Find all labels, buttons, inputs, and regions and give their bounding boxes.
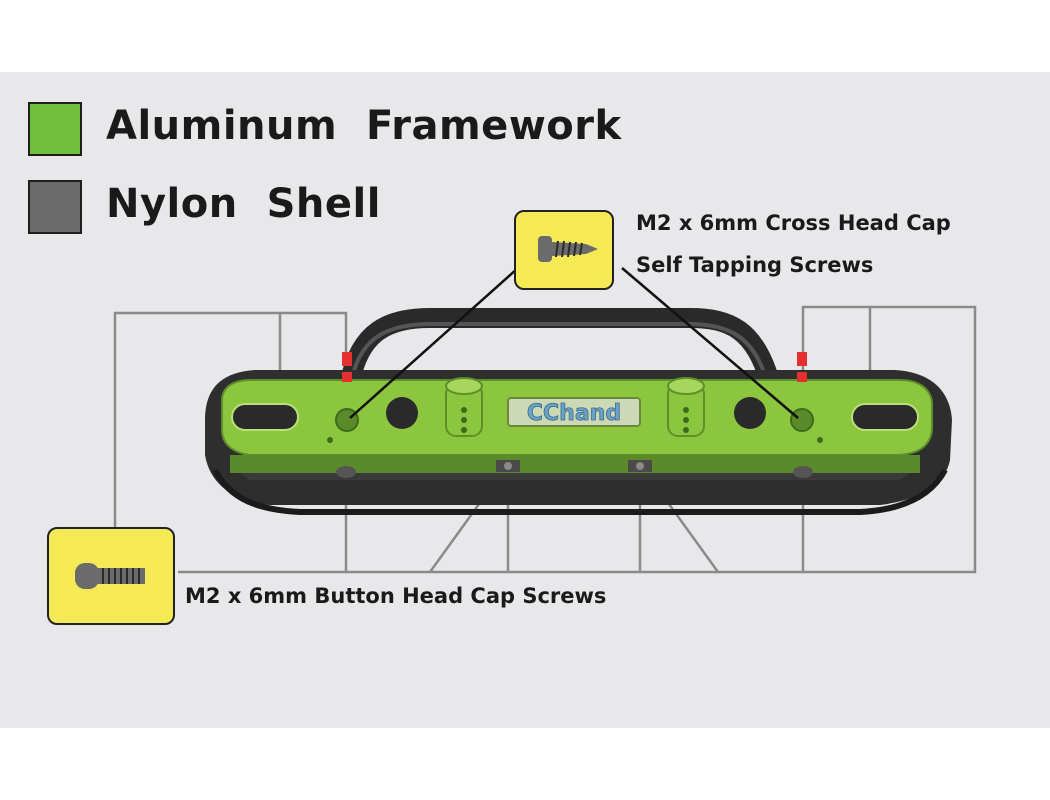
self-tapping-label-line2: Self Tapping Screws xyxy=(636,253,874,277)
self-tapping-screw-icon xyxy=(538,236,598,262)
legend-label-aluminum: Aluminum Framework xyxy=(106,103,622,149)
left-slot xyxy=(231,403,299,431)
button-head-screw-box xyxy=(47,527,175,625)
button-head-screw-icon xyxy=(75,563,145,589)
right-slot xyxy=(851,403,919,431)
legend-label-nylon: Nylon Shell xyxy=(106,181,381,227)
handle-bar xyxy=(340,308,780,392)
legend-swatch-nylon xyxy=(28,180,82,234)
button-head-label: M2 x 6mm Button Head Cap Screws xyxy=(185,584,607,608)
self-tapping-screw-box xyxy=(514,210,614,290)
right-screw-hole xyxy=(790,408,814,432)
self-tapping-label-line1: M2 x 6mm Cross Head Cap xyxy=(636,211,951,235)
right-post xyxy=(667,377,705,437)
logo-plate xyxy=(507,397,641,427)
legend-swatch-aluminum xyxy=(28,102,82,156)
left-post xyxy=(445,377,483,437)
logo-text: CChand xyxy=(527,401,621,426)
leader-lines-self-tapping xyxy=(349,267,799,419)
